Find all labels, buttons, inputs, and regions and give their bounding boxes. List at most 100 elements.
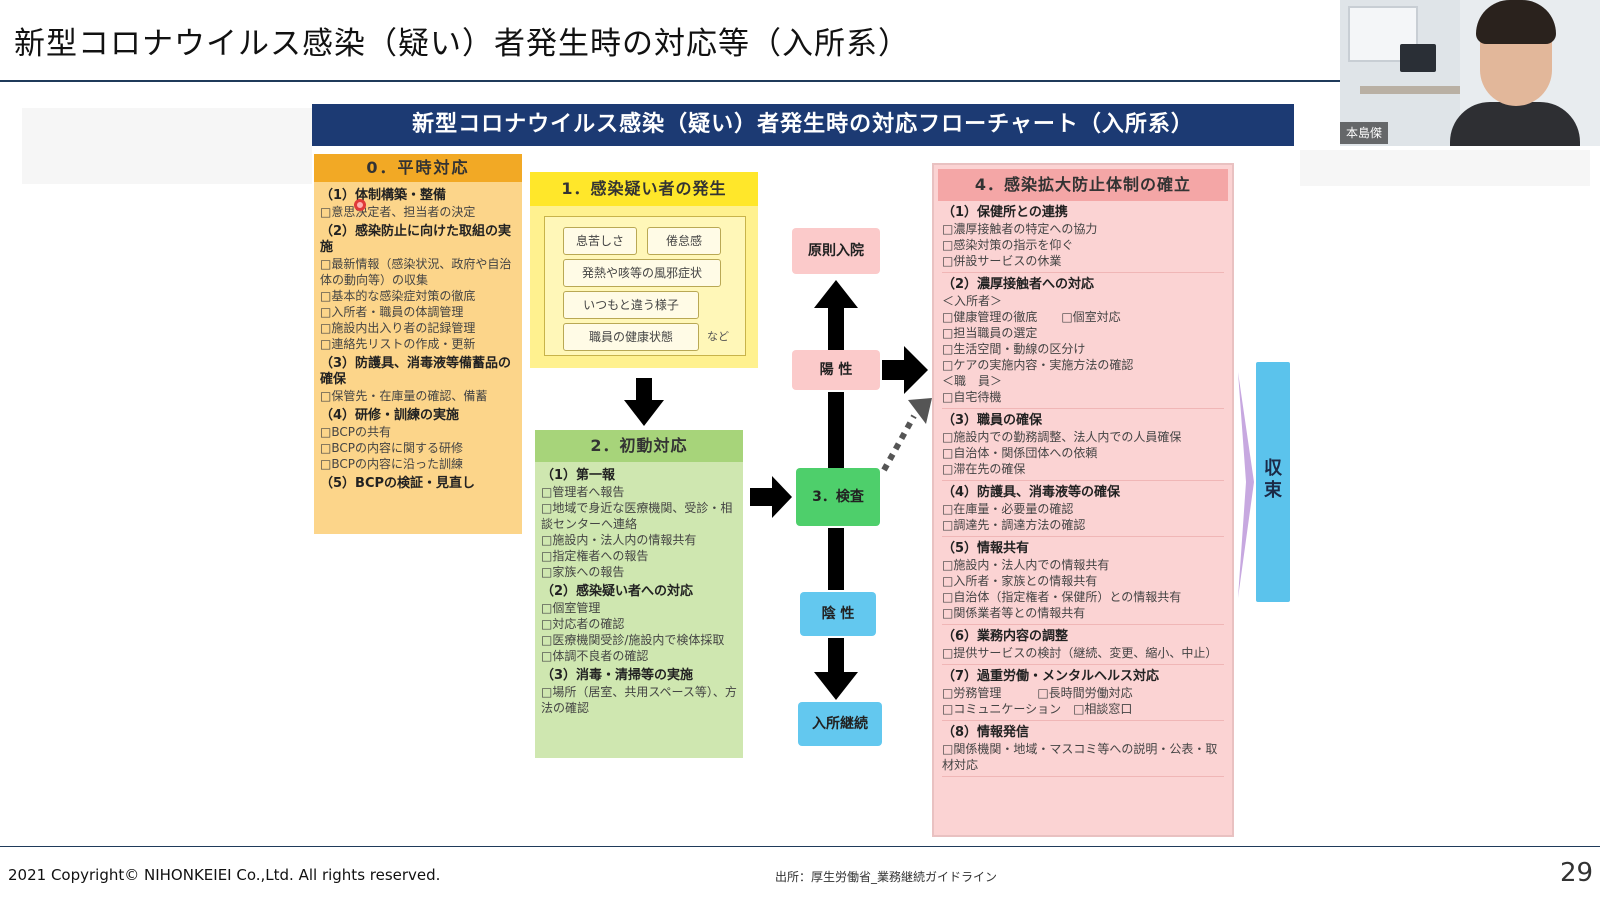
section-group: （1）体制構築・整備 □意思決定者、担当者の決定 xyxy=(320,188,516,220)
checklist-item: □入所者・家族との情報共有 xyxy=(942,574,1098,588)
presenter-hair xyxy=(1476,0,1556,44)
box-header: 2．初動対応 xyxy=(535,430,743,462)
copyright-text: 2021 Copyright© NIHONKEIEI Co.,Ltd. All … xyxy=(8,866,441,884)
box-header: 4．感染拡大防止体制の確立 xyxy=(938,169,1228,201)
arrow-line xyxy=(828,528,844,590)
checklist-item: □調達先・調達方法の確認 xyxy=(942,518,1086,532)
arrow-down-icon xyxy=(814,638,858,700)
section-group: （4）研修・訓練の実施 □BCPの共有 □BCPの内容に関する研修 □BCPの内容に沿… xyxy=(320,408,516,472)
header-divider xyxy=(0,80,1340,82)
node-gensoku-nyuin: 原則入院 xyxy=(792,228,880,274)
page-title: 新型コロナウイルス感染（疑い）者発生時の対応等（入所系） xyxy=(14,26,910,62)
checklist-item: □指定権者への報告 xyxy=(541,549,649,563)
checklist-item: ＜職 員＞ xyxy=(942,374,1003,388)
section-group: （6）業務内容の調整 □提供サービスの検討（継続、変更、縮小、中止） xyxy=(942,629,1224,665)
node-yosei: 陽 性 xyxy=(792,350,880,390)
box-header: 0．平時対応 xyxy=(314,154,522,182)
box-shodou-taiou: 2．初動対応 （1）第一報□管理者へ報告□地域で身近な医療機関、受診・相談センタ… xyxy=(535,430,743,758)
checklist-item: □施設内・法人内の情報共有 xyxy=(541,533,697,547)
background-band xyxy=(22,108,312,184)
checklist-item: □管理者へ報告 xyxy=(541,485,625,499)
chip-symptom: 発熱や咳等の風邪症状 xyxy=(563,259,721,287)
checklist-item: □医療機関受診/施設内で検体採取 xyxy=(541,633,725,647)
section-group: （4）防護具、消毒液等の確保□在庫量・必要量の確認□調達先・調達方法の確認 xyxy=(942,485,1224,537)
checklist-item: □コミュニケーション □相談窓口 xyxy=(942,702,1133,716)
checklist-item: □併設サービスの休業 xyxy=(942,254,1062,268)
arrow-dotted-line xyxy=(881,414,917,472)
checklist-item: □関係機関・地域・マスコミ等への説明・公表・取材対応 xyxy=(942,742,1218,772)
checklist-item: ＜入所者＞ xyxy=(942,294,1003,308)
checklist-item: □生活空間・動線の区分け xyxy=(942,342,1086,356)
video-thumbnail[interactable]: 本島傑 xyxy=(1340,0,1600,146)
background-band xyxy=(1300,150,1590,186)
chip-symptom: 職員の健康状態 xyxy=(563,323,699,351)
section-title: （1）体制構築・整備 xyxy=(320,188,447,203)
box-heiji-taiou: 0．平時対応 （1）体制構築・整備 □意思決定者、担当者の決定 （2）感染防止に向け… xyxy=(314,154,522,534)
box-kansen-utagai: 1．感染疑い者の発生 息苦しさ 倦怠感 発熱や咳等の風邪症状 いつもと違う様子 … xyxy=(530,172,758,368)
section-group: （3）消毒・清掃等の実施□場所（居室、共用スペース等）、方法の確認 xyxy=(541,668,737,716)
section-title: （3）防護具、消毒液等備蓄品の確保 xyxy=(320,356,512,387)
section-group: （2）濃厚接触者への対応＜入所者＞□健康管理の徹底 □個室対応□担当職員の選定□… xyxy=(942,277,1224,409)
section-title: （5）情報共有 xyxy=(942,541,1030,556)
checklist-item: □保管先・在庫量の確認、備蓄 xyxy=(320,389,488,403)
video-monitor-shape xyxy=(1400,44,1436,72)
checklist-item: □施設内での勤務調整、法人内での人員確保 xyxy=(942,430,1182,444)
arrow-right-icon xyxy=(882,346,928,394)
checklist-item: □BCPの内容に関する研修 xyxy=(320,441,463,455)
checklist-item: □施設内・法人内での情報共有 xyxy=(942,558,1110,572)
checklist-item: □滞在先の確保 xyxy=(942,462,1026,476)
video-desk-shape xyxy=(1360,86,1460,94)
box-body: （1）第一報□管理者へ報告□地域で身近な医療機関、受診・相談センターへ連絡□施設… xyxy=(535,462,743,718)
section-group: （3）防護具、消毒液等備蓄品の確保 □保管先・在庫量の確認、備蓄 xyxy=(320,356,516,404)
section-title: （4）研修・訓練の実施 xyxy=(320,408,460,423)
chip-etc: など xyxy=(707,330,729,343)
arrow-up-icon xyxy=(814,280,858,350)
arrow-diagonal-icon xyxy=(908,398,932,424)
section-title: （8）情報発信 xyxy=(942,725,1030,740)
checklist-item: □体調不良者の確認 xyxy=(541,649,649,663)
section-title: （7）過重労働・メンタルヘルス対応 xyxy=(942,669,1160,684)
section-group: （1）保健所との連携□濃厚接触者の特定への協力□感染対策の指示を仰ぐ□併設サービ… xyxy=(942,205,1224,273)
presenter-name: 本島傑 xyxy=(1340,122,1389,144)
box-body: （1）保健所との連携□濃厚接触者の特定への協力□感染対策の指示を仰ぐ□併設サービ… xyxy=(934,205,1232,777)
checklist-item: □労務管理 □長時間労働対応 xyxy=(942,686,1133,700)
checklist-item: □個室管理 xyxy=(541,601,601,615)
checklist-item: □BCPの共有 xyxy=(320,425,391,439)
chip-symptom: 倦怠感 xyxy=(647,227,721,255)
section-group: （7）過重労働・メンタルヘルス対応 □労務管理 □長時間労働対応 □コミュニケーショ… xyxy=(942,669,1224,721)
flowchart-title: 新型コロナウイルス感染（疑い）者発生時の対応フローチャート（入所系） xyxy=(312,104,1294,146)
section-title: （2）感染防止に向けた取組の実施 xyxy=(320,224,512,255)
section-group: （1）第一報□管理者へ報告□地域で身近な医療機関、受診・相談センターへ連絡□施設… xyxy=(541,468,737,580)
source-text: 出所：厚生労働省_業務継続ガイドライン xyxy=(775,870,998,884)
pointer-cursor xyxy=(354,199,366,211)
checklist-item: □提供サービスの検討（継続、変更、縮小、中止） xyxy=(942,646,1218,660)
section-title: （2）感染疑い者への対応 xyxy=(541,584,694,599)
presenter-body xyxy=(1450,102,1580,146)
checklist-item: □基本的な感染症対策の徹底 xyxy=(320,289,476,303)
checklist-item: □最新情報（感染状況、政府や自治体の動向等）の収集 xyxy=(320,257,512,287)
checklist-item: □施設内出入り者の記録管理 xyxy=(320,321,476,335)
checklist-item: □BCPの内容に沿った訓練 xyxy=(320,457,463,471)
section-group: （5）BCPの検証・見直し xyxy=(320,476,516,492)
checklist-item: □地域で身近な医療機関、受診・相談センターへ連絡 xyxy=(541,501,733,531)
checklist-item: □対応者の確認 xyxy=(541,617,625,631)
checklist-item: □担当職員の選定 xyxy=(942,326,1038,340)
box-body: （1）体制構築・整備□意思決定者、担当者の決定（2）感染防止に向けた取組の実施□… xyxy=(314,182,522,494)
footer-divider xyxy=(0,846,1600,847)
section-title: （3）職員の確保 xyxy=(942,413,1043,428)
node-nyusho-keizoku: 入所継続 xyxy=(798,702,882,746)
section-group: （5）情報共有 □施設内・法人内での情報共有 □入所者・家族との情報共有 □自治体（指… xyxy=(942,541,1224,625)
section-group: （2）感染防止に向けた取組の実施□最新情報（感染状況、政府や自治体の動向等）の収… xyxy=(320,224,516,352)
checklist-item: □自治体（指定権者・保健所）との情報共有 xyxy=(942,590,1182,604)
node-shusoku: 収束 xyxy=(1256,362,1290,602)
section-title: （6）業務内容の調整 xyxy=(942,629,1069,644)
checklist-item: □連絡先リストの作成・更新 xyxy=(320,337,476,351)
checklist-item: □意思決定者、担当者の決定 xyxy=(320,205,476,219)
arrow-line xyxy=(828,392,844,468)
section-group: （8）情報発信 □関係機関・地域・マスコミ等への説明・公表・取材対応 xyxy=(942,725,1224,777)
checklist-item: □濃厚接触者の特定への協力 xyxy=(942,222,1098,236)
arrow-right-icon xyxy=(750,476,792,518)
page-number: 29 xyxy=(1560,858,1594,888)
checklist-item: □感染対策の指示を仰ぐ xyxy=(942,238,1074,252)
checklist-item: □ケアの実施内容・実施方法の確認 xyxy=(942,358,1134,372)
